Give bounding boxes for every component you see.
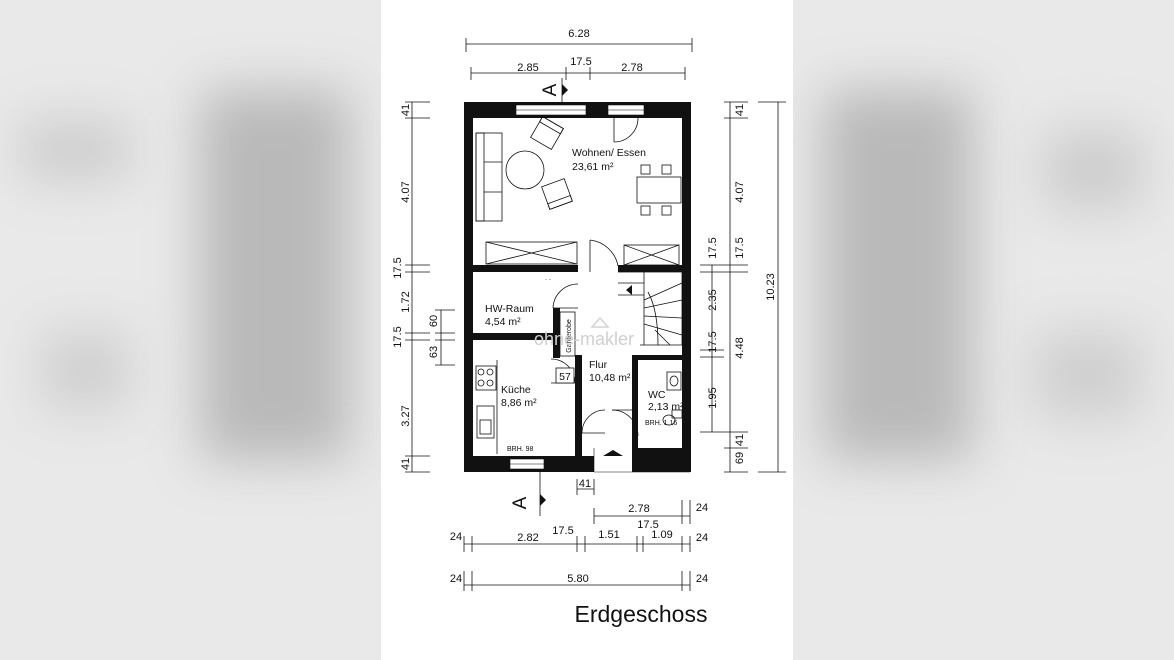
dim-right-8: 41 (734, 434, 746, 446)
dimensions-right (700, 101, 786, 473)
stair-arrow-icon (626, 285, 632, 295)
dim-left-8: 60 (428, 315, 440, 327)
room-wohnen-name: Wohnen/ Essen (572, 147, 646, 159)
dim-left-2: 4.07 (400, 181, 412, 202)
dim-top-middle: 17.5 (570, 56, 591, 68)
dim-bottom-24a: 24 (696, 502, 708, 514)
stair-count-box (555, 367, 575, 384)
watermark-house-icon (590, 316, 610, 328)
dim-left-9: 63 (428, 346, 440, 358)
dim-bottom-278: 2.78 (628, 503, 649, 515)
dim-right-1: 41 (734, 104, 746, 116)
room-wc-name: WC (648, 389, 666, 401)
dimensions-bottom (463, 479, 691, 591)
room-flur-area: 10,48 m² (589, 372, 631, 384)
dimensions-top (465, 38, 693, 80)
window-lines (510, 109, 691, 473)
dim-right-6: 17.5 (707, 331, 719, 352)
dim-right-2: 4.07 (734, 181, 746, 202)
room-flur-name: Flur (589, 359, 608, 371)
room-hw-area: 4,54 m² (485, 316, 521, 328)
dim-right-11: 10.23 (765, 273, 777, 301)
dim-bottom-24e: 24 (696, 573, 708, 585)
blurred-background-right (793, 0, 1174, 660)
dim-left-5: 17.5 (392, 326, 404, 347)
dim-bottom-151: 1.51 (598, 529, 619, 541)
dimensions-left (405, 101, 455, 473)
dim-right-4: 17.5 (734, 237, 746, 258)
dim-bottom-175b: 17.5 (552, 525, 573, 537)
dim-left-1: 41 (400, 104, 412, 116)
brh-kitchen-label: BRH. 98 (507, 446, 534, 453)
dim-left-7: 41 (400, 458, 412, 470)
room-hw-name: HW-Raum (485, 303, 534, 315)
dim-bottom-24d: 24 (450, 573, 462, 585)
watermark-text: ohne-makler (534, 329, 634, 349)
dim-bottom-41: 41 (579, 478, 591, 490)
dim-right-9: 69 (734, 452, 746, 464)
dim-left-4: 1.72 (400, 291, 412, 312)
brh-wc-label: BRH. 1.16 (645, 420, 677, 427)
stair-count-label: 57 (559, 371, 571, 383)
dim-bottom-282: 2.82 (517, 532, 538, 544)
dim-bottom-24b: 24 (450, 531, 462, 543)
dots-label: . . (545, 275, 551, 282)
dim-bottom-175a: 17.5 (637, 519, 658, 531)
dim-left-3: 17.5 (392, 257, 404, 278)
dim-bottom-580: 5.80 (567, 573, 588, 585)
dim-right-5: 2.35 (707, 289, 719, 310)
garderobe-label: Garderobe (566, 319, 573, 353)
dim-right-10: 4.48 (734, 337, 746, 358)
dim-left-6: 3.27 (400, 405, 412, 426)
dim-right-7: 1.95 (707, 387, 719, 408)
room-kueche-name: Küche (501, 384, 531, 396)
blurred-background-left (0, 0, 381, 660)
furniture (475, 116, 683, 454)
room-kueche-area: 8,86 m² (501, 397, 537, 409)
dim-right-3: 17.5 (707, 237, 719, 258)
section-line (539, 78, 568, 516)
room-wohnen-area: 23,61 m² (572, 161, 614, 173)
dim-bottom-24c: 24 (696, 532, 708, 544)
floor-title: Erdgeschoss (575, 601, 708, 627)
section-marker-top: A (540, 83, 561, 96)
room-wc-area: 2,13 m² (648, 401, 684, 413)
entrance-step (603, 450, 623, 456)
dim-total-width: 6.28 (568, 28, 589, 40)
dim-top-left: 2.85 (517, 62, 538, 74)
section-marker-bottom: A (510, 496, 531, 509)
dim-bottom-109: 1.09 (651, 529, 672, 541)
dim-top-right: 2.78 (621, 62, 642, 74)
